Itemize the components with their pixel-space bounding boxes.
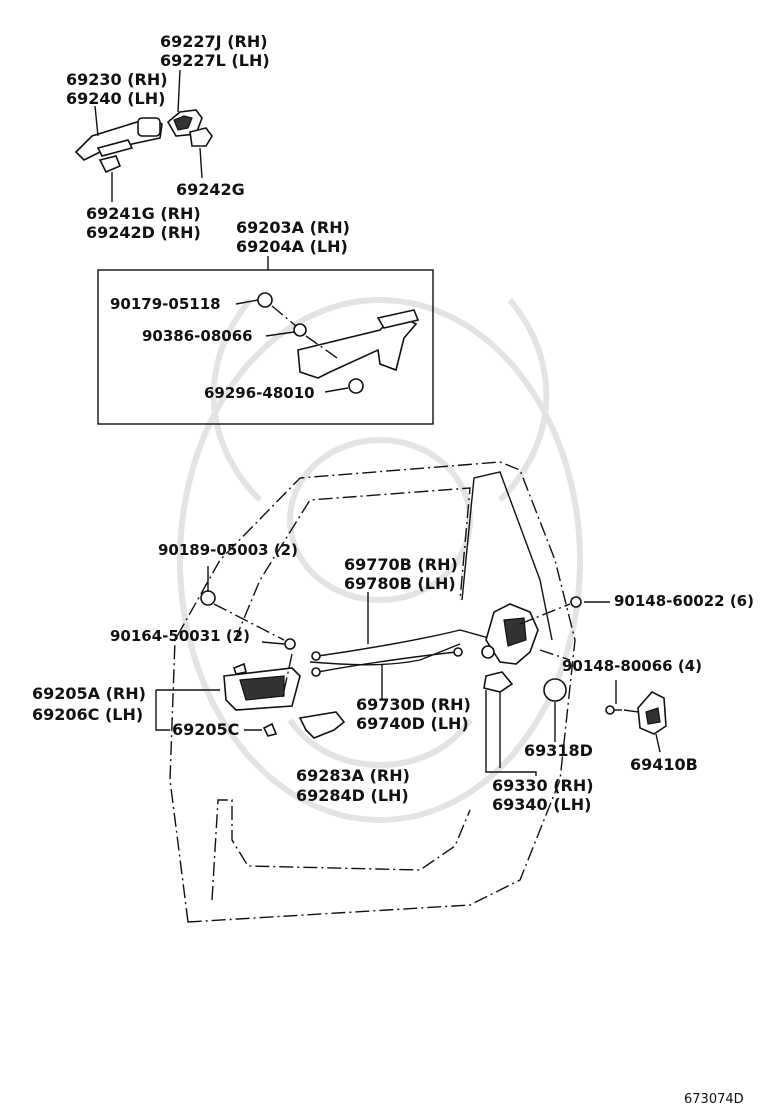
label-69242D: 69242D (RH) [86,223,201,242]
label-90179: 90179-05118 [110,295,221,313]
lock-cables [309,629,497,677]
label-69740D: 69740D (LH) [356,714,469,733]
label-90386: 90386-08066 [142,327,253,345]
label-69227J: 69227J (RH) [160,32,268,51]
label-69241G: 69241G (RH) [86,204,201,223]
label-69730D: 69730D (RH) [356,695,471,714]
label-69205C: 69205C [172,720,240,739]
handle-frame-part [257,292,420,394]
label-69283A: 69283A (RH) [296,766,410,785]
door-lock-part [481,603,567,702]
diagram-code: 673074D [684,1092,744,1107]
label-69204A: 69204A (LH) [236,237,348,256]
label-90148-60022: 90148-60022 (6) [614,592,754,610]
label-69780B: 69780B (LH) [344,574,456,593]
label-69203A: 69203A (RH) [236,218,350,237]
label-69284D: 69284D (LH) [296,786,409,805]
frame-assembly-box [97,269,434,425]
label-69770B: 69770B (RH) [344,555,458,574]
outside-handle-part [74,109,213,174]
label-69205A: 69205A (RH) [32,684,146,703]
clip-part [200,590,216,606]
label-69230: 69230 (RH) [66,70,168,89]
door-outline [169,461,576,923]
label-69240: 69240 (LH) [66,89,166,108]
label-90189: 90189-05003 (2) [158,541,298,559]
inside-handle-part [223,662,346,739]
label-69227L: 69227L (LH) [160,51,270,70]
label-90164: 90164-50031 (2) [110,627,250,645]
watermark-logo [177,297,583,823]
label-69340: 69340 (LH) [492,795,592,814]
striker-part [605,691,667,735]
label-69318D: 69318D [524,741,593,760]
label-69330: 69330 (RH) [492,776,594,795]
label-90148-80066: 90148-80066 (4) [562,657,702,675]
label-69206C: 69206C (LH) [32,705,144,724]
label-69410B: 69410B [630,755,698,774]
label-69242G: 69242G [176,180,245,199]
label-69296: 69296-48010 [204,384,315,402]
